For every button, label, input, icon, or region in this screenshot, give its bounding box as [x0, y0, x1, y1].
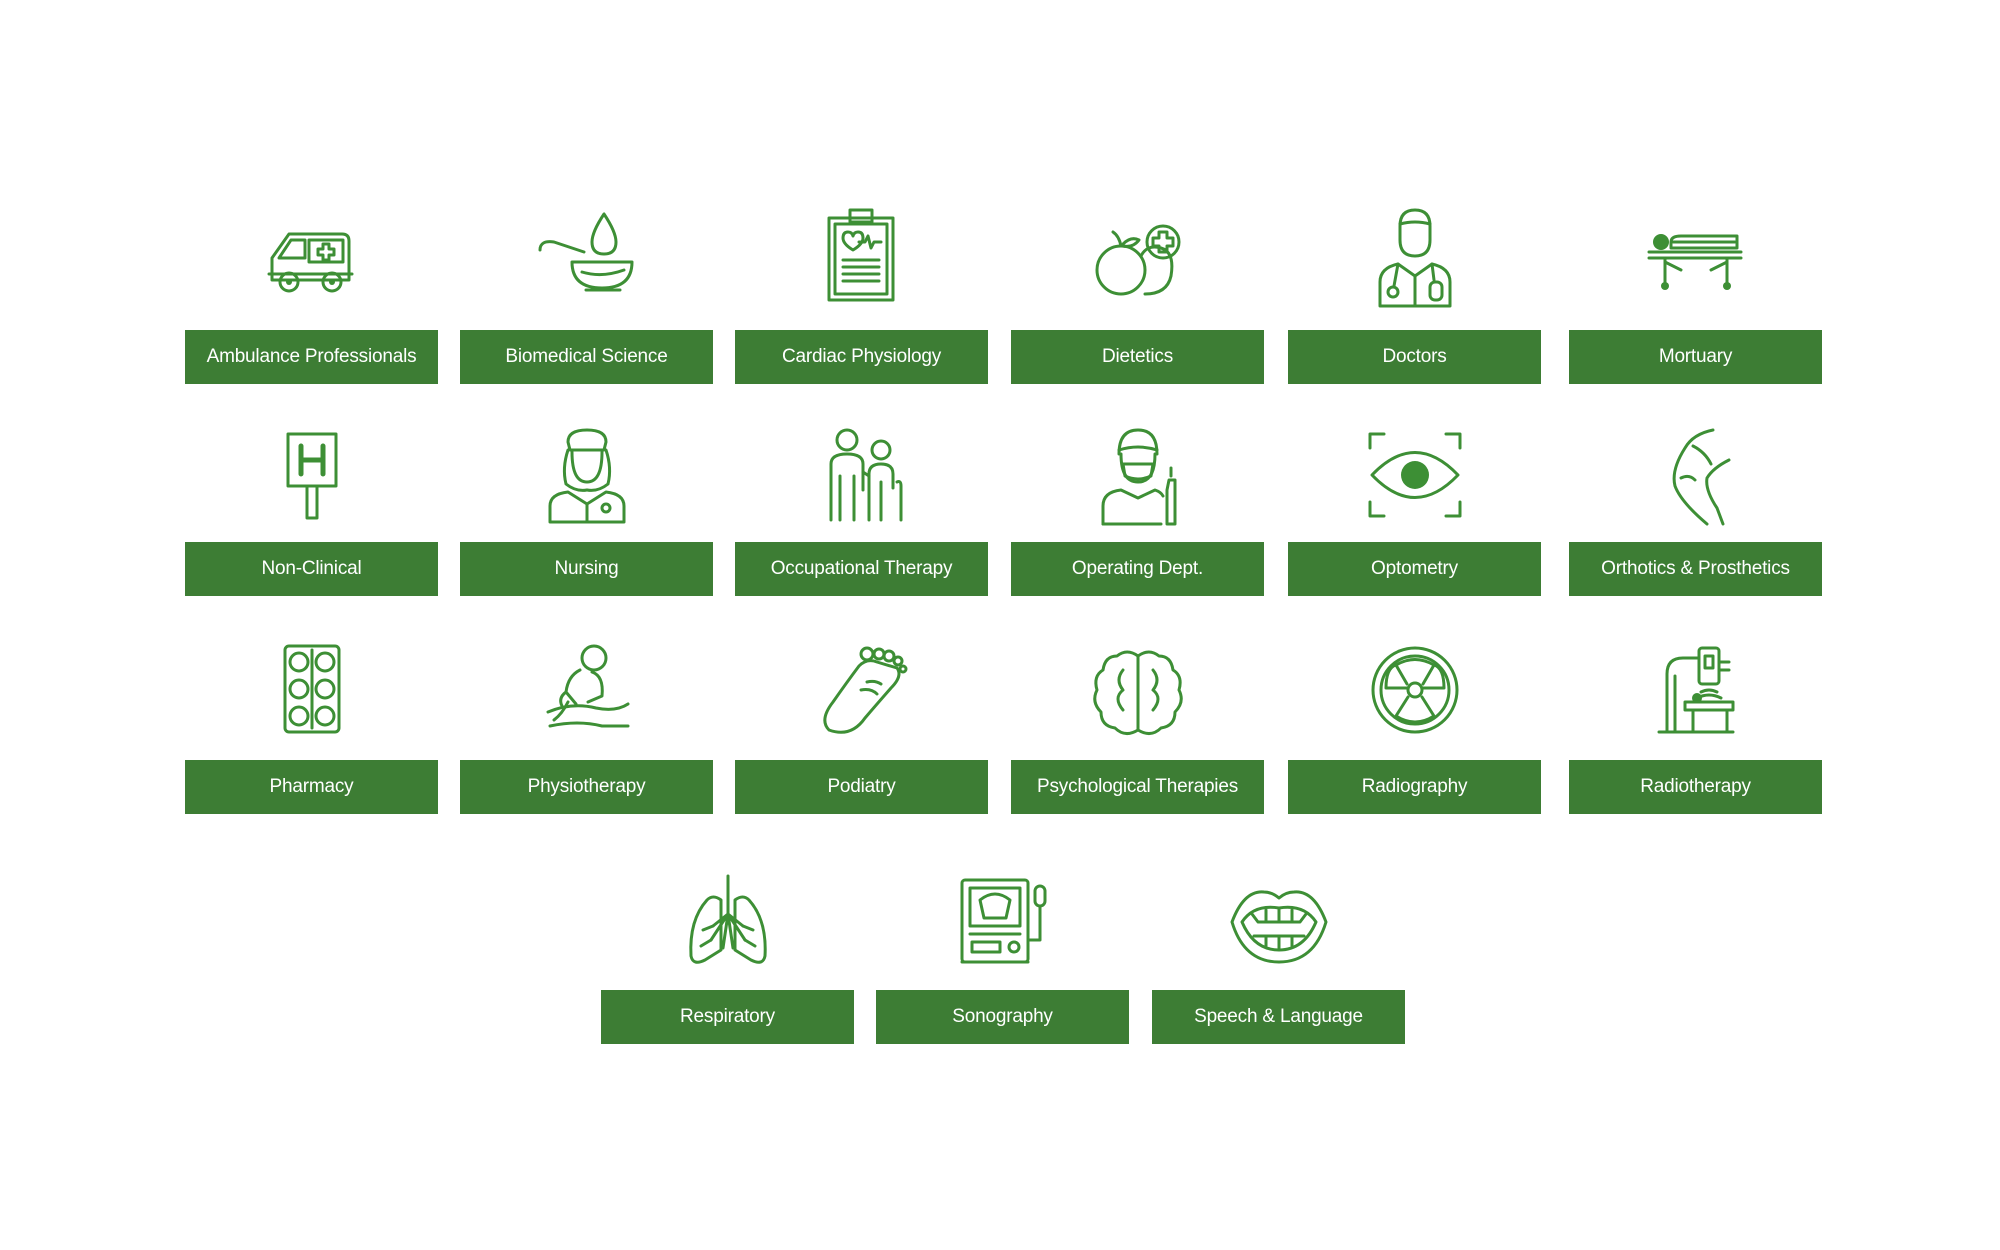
hospital-sign-icon [257, 420, 367, 530]
category-button[interactable]: Podiatry [735, 760, 988, 814]
blood-drop-dish-icon [532, 200, 642, 310]
ambulance-icon [257, 200, 367, 310]
category-button[interactable]: Non-Clinical [185, 542, 438, 596]
category-button[interactable]: Radiography [1288, 760, 1541, 814]
category-button[interactable]: Optometry [1288, 542, 1541, 596]
category-button[interactable]: Respiratory [601, 990, 854, 1044]
category-button[interactable]: Cardiac Physiology [735, 330, 988, 384]
elderly-assist-icon [807, 420, 917, 530]
category-button[interactable]: Speech & Language [1152, 990, 1405, 1044]
radiation-icon [1360, 640, 1470, 750]
radiotherapy-machine-icon [1641, 640, 1751, 750]
pill-pack-icon [257, 640, 367, 750]
knee-joint-icon [1641, 420, 1751, 530]
foot-icon [807, 640, 917, 750]
lungs-icon [673, 870, 783, 980]
category-button[interactable]: Sonography [876, 990, 1129, 1044]
mouth-icon [1224, 870, 1334, 980]
category-button[interactable]: Dietetics [1011, 330, 1264, 384]
category-button[interactable]: Psychological Therapies [1011, 760, 1264, 814]
category-button[interactable]: Orthotics & Prosthetics [1569, 542, 1822, 596]
category-button[interactable]: Pharmacy [185, 760, 438, 814]
category-button[interactable]: Physiotherapy [460, 760, 713, 814]
category-button[interactable]: Biomedical Science [460, 330, 713, 384]
doctor-icon [1360, 200, 1470, 310]
category-button[interactable]: Radiotherapy [1569, 760, 1822, 814]
category-button[interactable]: Mortuary [1569, 330, 1822, 384]
ultrasound-monitor-icon [948, 870, 1058, 980]
category-button[interactable]: Operating Dept. [1011, 542, 1264, 596]
category-button[interactable]: Occupational Therapy [735, 542, 988, 596]
category-button[interactable]: Nursing [460, 542, 713, 596]
massage-icon [532, 640, 642, 750]
fruit-plus-icon [1083, 200, 1193, 310]
surgeon-icon [1083, 420, 1193, 530]
body-stretcher-icon [1641, 200, 1751, 310]
nurse-icon [532, 420, 642, 530]
eye-scan-icon [1360, 420, 1470, 530]
category-button[interactable]: Ambulance Professionals [185, 330, 438, 384]
category-button[interactable]: Doctors [1288, 330, 1541, 384]
heart-clipboard-icon [807, 200, 917, 310]
brain-icon [1083, 640, 1193, 750]
